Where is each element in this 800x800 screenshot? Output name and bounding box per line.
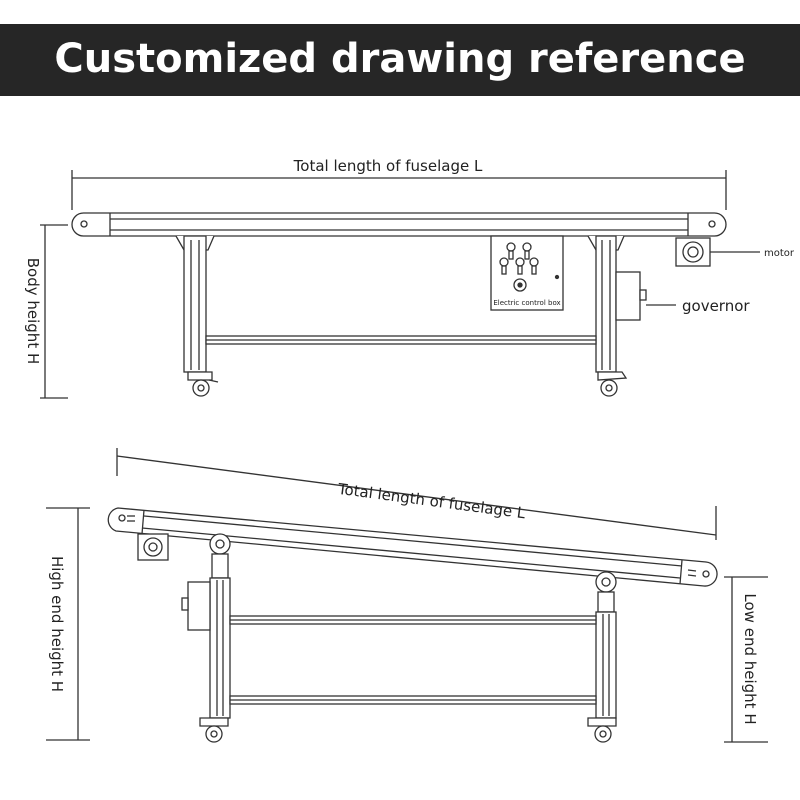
low-end-height-label: Low end height H xyxy=(741,593,759,724)
electric-control-box xyxy=(490,235,564,311)
inclined-motor-unit xyxy=(137,533,169,561)
body-height-dimension xyxy=(40,224,68,399)
flat-left-leg xyxy=(175,235,219,397)
inclined-length-label: Total length of fuselage L xyxy=(336,480,527,523)
body-height-label: Body height H xyxy=(24,258,42,365)
inclined-belt-frame xyxy=(107,507,718,587)
flat-cross-bar xyxy=(205,335,597,345)
inclined-conveyor-view xyxy=(46,448,768,743)
motor-label: motor xyxy=(764,248,795,259)
flat-conveyor-view xyxy=(40,170,760,399)
inclined-length-dimension xyxy=(116,448,717,540)
inclined-high-leg xyxy=(199,533,231,743)
low-end-height-dimension xyxy=(724,576,768,743)
governor-label: governor xyxy=(682,297,750,315)
inclined-governor-unit xyxy=(181,581,211,631)
control-box-label: Electric control box xyxy=(493,299,560,307)
high-end-height-label: High end height H xyxy=(48,556,66,692)
inclined-low-leg xyxy=(587,571,617,743)
top-margin xyxy=(0,0,800,24)
governor-unit xyxy=(615,271,676,321)
motor-unit xyxy=(675,237,760,267)
flat-belt-frame xyxy=(71,212,727,237)
high-end-height-dimension xyxy=(46,507,90,741)
title-banner xyxy=(0,24,800,96)
page-title: Customized drawing reference xyxy=(54,36,746,82)
inclined-cross-bars xyxy=(229,615,597,705)
flat-length-dimension xyxy=(71,170,727,210)
flat-length-label: Total length of fuselage L xyxy=(293,157,483,175)
